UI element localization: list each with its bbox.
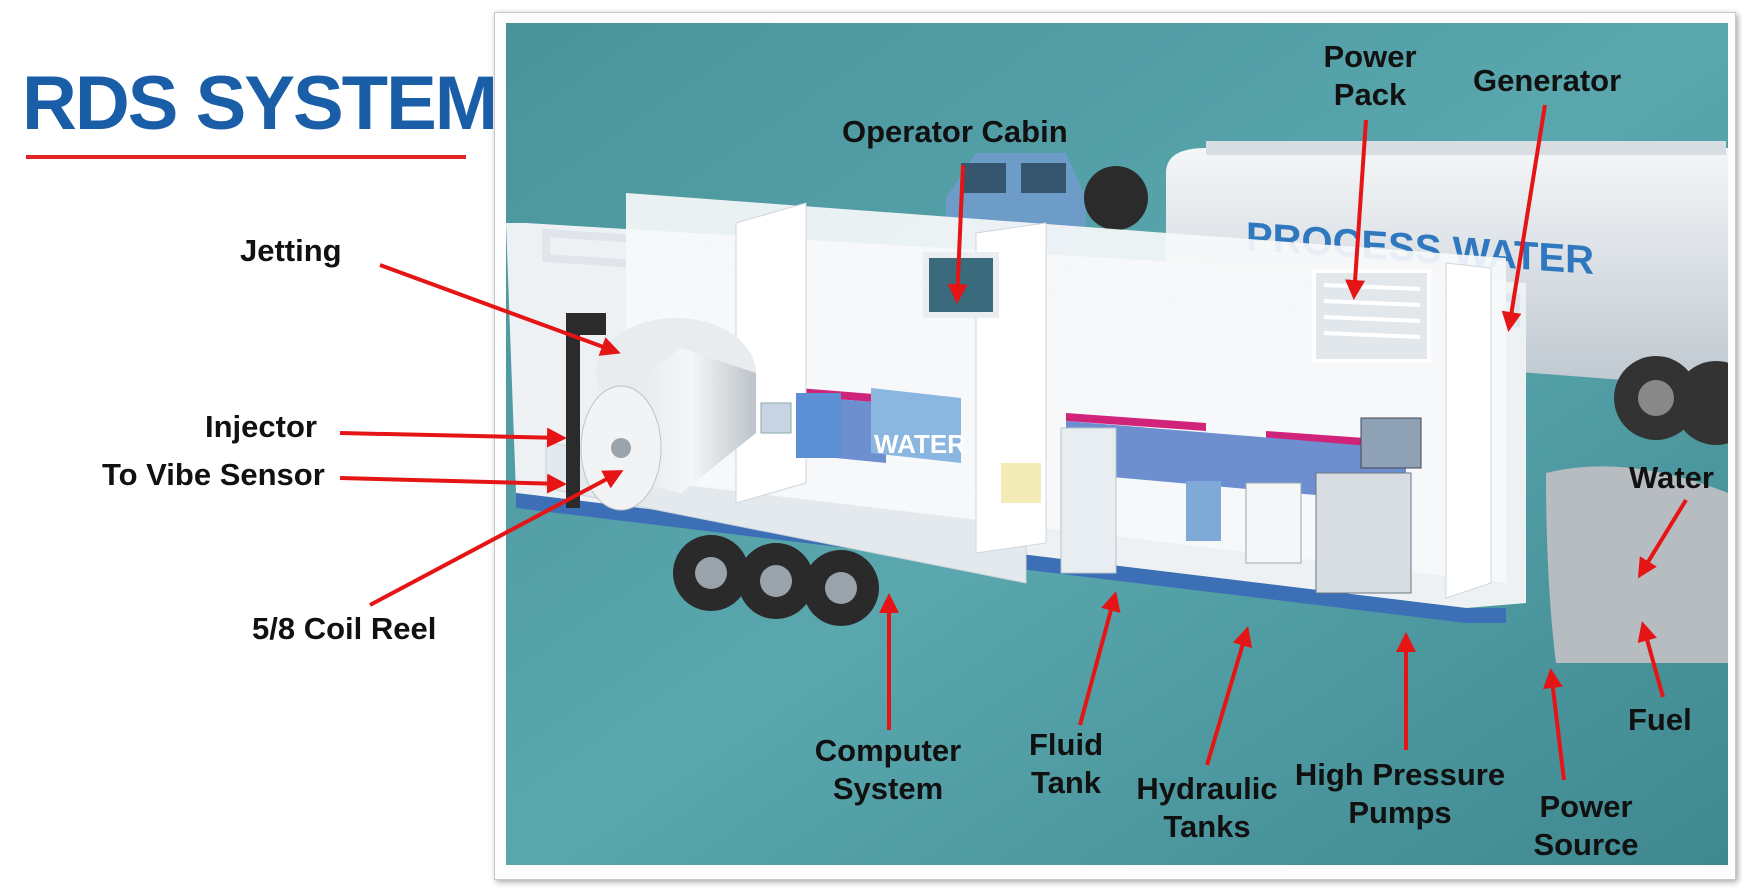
- label-power-pack-line1: Power: [1323, 39, 1417, 74]
- label-hydraulic-tanks: Hydraulic Tanks: [1132, 770, 1282, 846]
- label-power-pack: Power Pack: [1318, 38, 1422, 114]
- trailer-illustration: PROCESS WATER: [506, 23, 1728, 865]
- interior-equipment: WATER: [760, 388, 1422, 594]
- label-fuel: Fuel: [1628, 702, 1692, 737]
- label-vibe-sensor: To Vibe Sensor: [102, 457, 325, 492]
- label-power-source-line2: Source: [1533, 827, 1639, 862]
- coil-reel-assembly: [566, 313, 756, 511]
- label-injector: Injector: [205, 409, 317, 444]
- label-power-source-line1: Power: [1539, 789, 1633, 824]
- page-title: RDS SYSTEM: [22, 61, 498, 146]
- label-computer-system-line2: System: [832, 771, 944, 806]
- label-power-pack-line2: Pack: [1333, 77, 1407, 112]
- tank-water-text: WATER: [874, 429, 966, 459]
- label-jetting: Jetting: [240, 233, 342, 268]
- title-underline: [26, 155, 466, 159]
- label-power-source: Power Source: [1528, 788, 1644, 864]
- label-high-pressure-pumps: High Pressure Pumps: [1290, 756, 1510, 832]
- label-high-pressure-pumps-line1: High Pressure: [1294, 757, 1506, 792]
- label-water: Water: [1629, 460, 1714, 495]
- label-operator-cabin: Operator Cabin: [842, 114, 1068, 149]
- label-computer-system: Computer System: [810, 732, 966, 808]
- label-high-pressure-pumps-line2: Pumps: [1348, 795, 1452, 830]
- label-computer-system-line1: Computer: [814, 733, 962, 768]
- label-fluid-tank: Fluid Tank: [1026, 726, 1106, 802]
- trailer-wheels: [673, 535, 879, 626]
- label-hydraulic-tanks-line1: Hydraulic: [1136, 771, 1278, 806]
- label-fluid-tank-line1: Fluid: [1028, 727, 1104, 762]
- label-generator: Generator: [1473, 63, 1622, 98]
- label-fluid-tank-line2: Tank: [1030, 765, 1102, 800]
- label-hydraulic-tanks-line2: Tanks: [1163, 809, 1251, 844]
- label-coil-reel: 5/8 Coil Reel: [252, 611, 437, 646]
